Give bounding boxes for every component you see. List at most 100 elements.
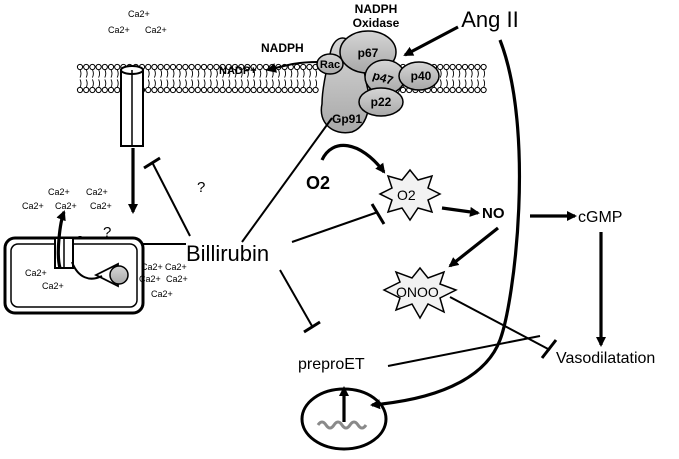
calcium-ion-label: Ca2+ [165, 262, 187, 272]
lipid-head [300, 86, 307, 94]
lipid-head [275, 86, 282, 94]
channel-inhibition-bar [143, 156, 161, 170]
lipid-head [89, 86, 96, 94]
lipid-tail [483, 69, 486, 78]
lipid-head [430, 86, 438, 94]
lipid-head [269, 86, 276, 94]
lipid-head [293, 86, 301, 94]
lipid-tail [191, 79, 194, 88]
lipid-tail [228, 79, 231, 88]
onoo-label: ONOO [396, 284, 439, 300]
lipid-tail [308, 79, 311, 88]
bilirubin-to-gp91-line [241, 117, 333, 243]
onoo-inhibition-bar [540, 339, 558, 359]
lipid-tail [464, 69, 467, 78]
lipid-tail [234, 79, 237, 88]
lipid-tail [178, 69, 181, 78]
lipid-head [107, 86, 115, 94]
lipid-tail [228, 69, 231, 78]
p67-label: p67 [358, 46, 379, 60]
lipid-tail [215, 79, 218, 88]
gp91-label: Gp91 [332, 112, 362, 126]
question-mark-channel: ? [197, 179, 205, 196]
lipid-head [449, 63, 456, 71]
lipid-head [114, 63, 121, 71]
lipid-tail [277, 69, 280, 78]
lipid-tail [240, 69, 243, 78]
lipid-head [95, 86, 102, 94]
superoxide-burst [378, 168, 442, 222]
lipid-tail [222, 79, 225, 88]
lipid-tail [203, 69, 206, 78]
lipid-head [312, 86, 319, 94]
p47-label: p47 [371, 68, 395, 88]
lipid-head [461, 86, 469, 94]
lipid-head [281, 86, 288, 94]
lipid-tail [452, 69, 455, 78]
calcium-ion-label: Ca2+ [86, 187, 108, 197]
lipid-tail [246, 69, 249, 78]
lipid-head [207, 86, 214, 94]
lipid-tail [209, 79, 212, 88]
lipid-head [95, 63, 102, 71]
calcium-ion-label: Ca2+ [141, 262, 163, 272]
lipid-tail [445, 69, 448, 78]
lipid-tail [277, 79, 280, 88]
lipid-tail [147, 79, 150, 88]
lipid-tail [315, 79, 318, 88]
lipid-tail [302, 79, 305, 88]
lipid-tail [476, 69, 479, 78]
lipid-tail [284, 79, 287, 88]
membrane-lipids [76, 63, 487, 94]
lipid-head [256, 63, 263, 71]
calcium-ion-label: Ca2+ [90, 201, 112, 211]
lipid-head [163, 86, 170, 94]
lipid-tail [85, 69, 88, 78]
lipid-head [101, 63, 108, 71]
lipid-tail [476, 79, 479, 88]
lipid-tail [197, 69, 200, 78]
lipid-tail [470, 79, 473, 88]
lipid-head [157, 63, 164, 71]
lipid-head [213, 86, 220, 94]
bilirubin-label: Billirubin [186, 241, 269, 266]
lipid-head [437, 86, 444, 94]
lipid-head [83, 86, 90, 94]
lipid-tail [458, 79, 461, 88]
lipid-head [188, 63, 195, 71]
lipid-head [262, 86, 270, 94]
lipid-tail [290, 69, 293, 78]
no-label: NO [482, 205, 505, 222]
lipid-head [176, 63, 183, 71]
lipid-tail [153, 79, 156, 88]
lipid-tail [166, 69, 169, 78]
lipid-head [238, 86, 245, 94]
lipid-head [89, 63, 96, 71]
lipid-tail [271, 79, 274, 88]
lipid-head [76, 63, 84, 71]
lipid-head [182, 63, 189, 71]
lipid-head [480, 63, 487, 71]
rac-label: Rac [320, 59, 340, 71]
lipid-head [306, 63, 313, 71]
lipid-head [176, 86, 183, 94]
lipid-head [207, 63, 214, 71]
lipid-head [443, 63, 450, 71]
no-to-onoo-arrow [448, 226, 499, 268]
calcium-ion-label: Ca2+ [139, 274, 161, 284]
lipid-head [114, 86, 121, 94]
nadph-label: NADPH [261, 41, 304, 55]
bilirubin-inhibits-superoxide [291, 211, 379, 243]
nadph-oxidase-label-line2: Oxidase [353, 16, 400, 30]
lipid-head [83, 63, 90, 71]
lipid-head [250, 86, 257, 94]
calcium-ion-label: Ca2+ [55, 201, 77, 211]
lipid-tail [178, 79, 181, 88]
nadph-oxidase-label-line1: NADPH [355, 2, 398, 16]
lipid-tail [104, 69, 107, 78]
lipid-tail [439, 69, 442, 78]
lipid-head [169, 63, 177, 71]
calcium-ion-label: Ca2+ [166, 274, 188, 284]
cgmp-label: cGMP [578, 209, 622, 226]
